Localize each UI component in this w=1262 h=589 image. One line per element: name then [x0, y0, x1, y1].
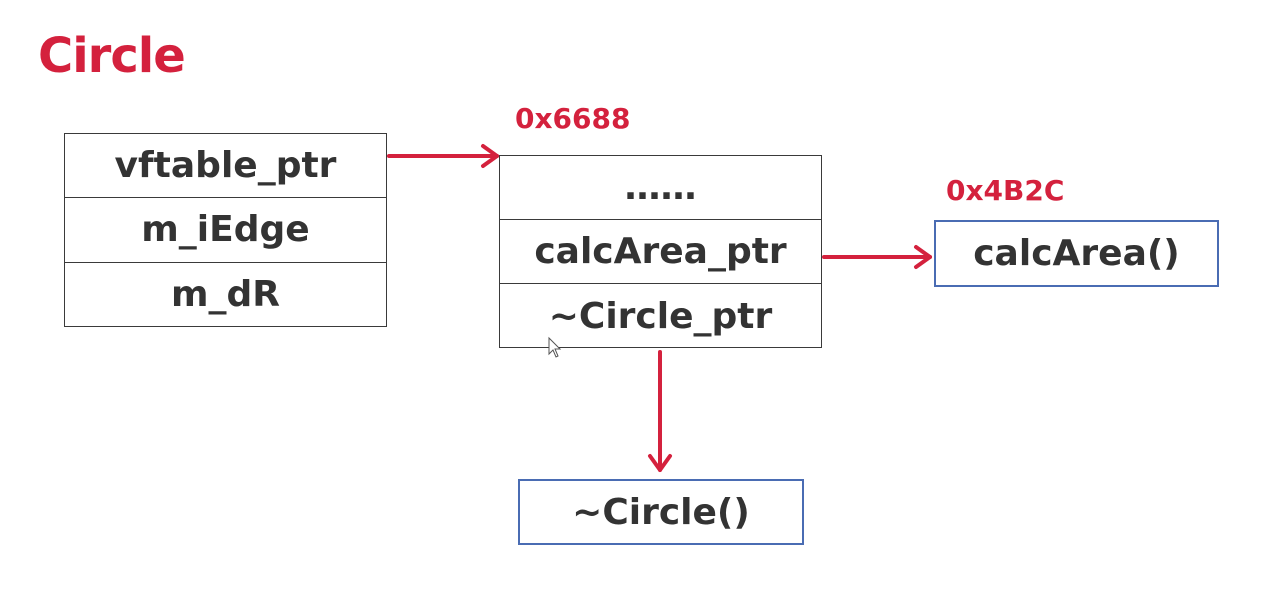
- calc-area-function-box: calcArea(): [934, 220, 1219, 287]
- vtable-row-destructor-ptr: ~Circle_ptr: [548, 295, 773, 337]
- object-memory-layout: vftable_ptr m_iEdge m_dR: [64, 133, 387, 327]
- virtual-function-table: …… calcArea_ptr ~Circle_ptr: [499, 155, 822, 348]
- calc-area-address-label: 0x4B2C: [946, 174, 1065, 207]
- object-row-m-dr: m_dR: [170, 274, 280, 316]
- vtable-row-calcarea-ptr: calcArea_ptr: [500, 220, 821, 284]
- vftable-to-vtable-arrow: [387, 144, 499, 168]
- object-row-m-iedge: m_iEdge: [65, 198, 386, 263]
- object-row-vftable-ptr: vftable_ptr: [65, 134, 386, 199]
- vtable-address-label: 0x6688: [515, 102, 631, 135]
- calcarea-ptr-to-function-arrow: [822, 245, 932, 269]
- vtable-row-ellipsis: ……: [500, 156, 821, 220]
- destructor-function-box: ~Circle(): [518, 479, 804, 545]
- destructor-ptr-to-function-arrow: [648, 350, 672, 472]
- diagram-title: Circle: [38, 28, 186, 84]
